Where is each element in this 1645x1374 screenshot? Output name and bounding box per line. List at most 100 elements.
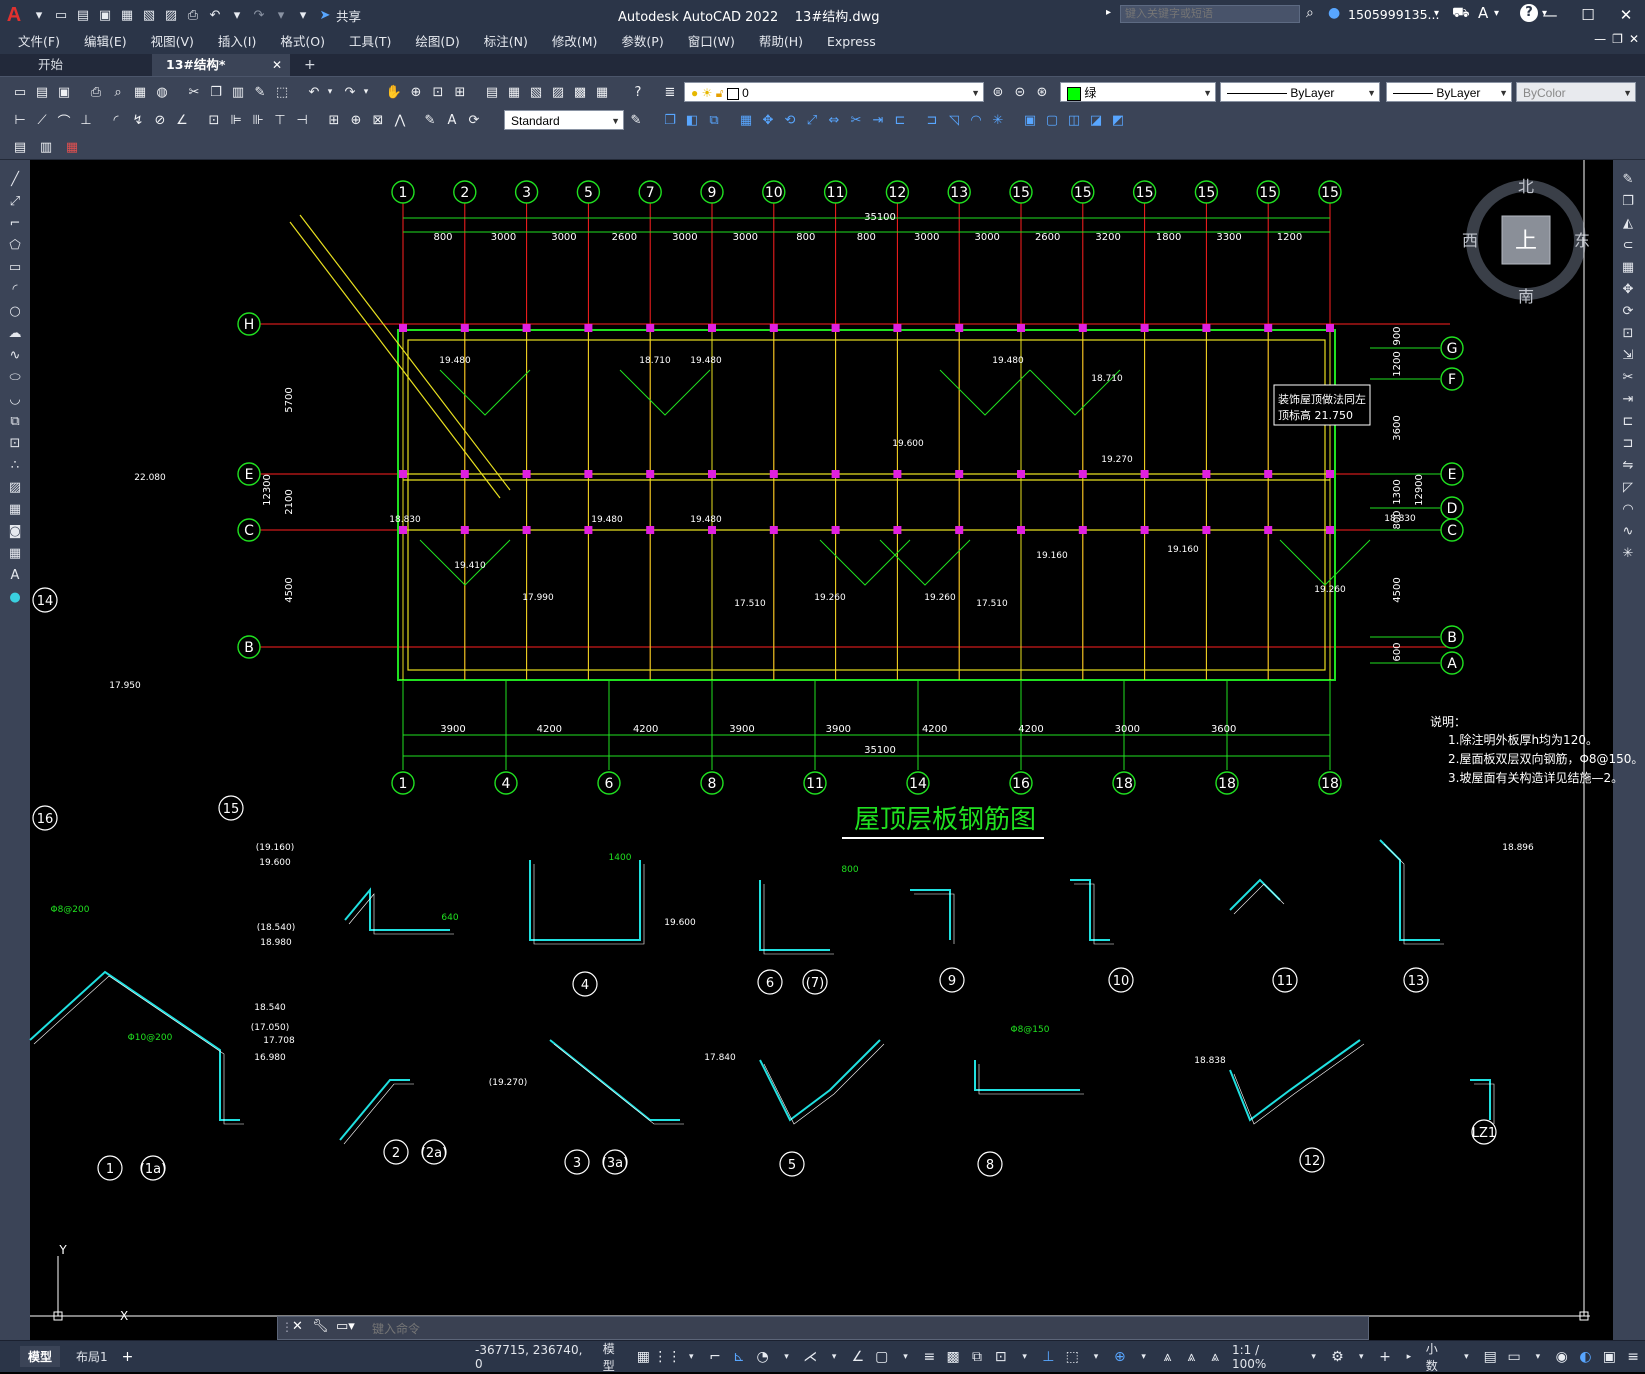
- grid-icon[interactable]: ▦: [636, 1349, 651, 1365]
- fillet-icon[interactable]: ◠: [1622, 501, 1634, 517]
- toolbar-paste-icon[interactable]: ▥: [231, 84, 245, 100]
- modify-join-icon[interactable]: ⊐: [926, 112, 938, 128]
- annotation-scale-dropdown-icon[interactable]: ▾: [1311, 1352, 1316, 1362]
- toolbar-design-center-icon[interactable]: ▦: [507, 84, 521, 100]
- tab-drawing[interactable]: 13#结构* ✕: [152, 54, 290, 76]
- object-snap-dropdown-icon[interactable]: ▾: [903, 1352, 908, 1362]
- web-open-icon[interactable]: ▧: [142, 7, 156, 23]
- cart-icon[interactable]: ⛟: [1452, 5, 1470, 21]
- toolbar-redo-icon[interactable]: ↷: [344, 84, 356, 100]
- model-space-toggle[interactable]: 模型: [602, 1342, 615, 1373]
- toolbar-sheet-set-icon[interactable]: ▨: [551, 84, 565, 100]
- make-block-icon[interactable]: ⊡: [9, 435, 21, 451]
- toolbar-3dprint-icon[interactable]: ◍: [156, 84, 168, 100]
- command-line[interactable]: ⋮ ✕ 🔧︎ ▭▾: [277, 1316, 1369, 1340]
- continue-dimension-icon[interactable]: ⊪: [252, 112, 264, 128]
- ortho-icon[interactable]: ⊾: [732, 1349, 745, 1365]
- dropdown-arrow-icon[interactable]: ▾: [35, 7, 43, 23]
- menu-window[interactable]: 窗口(W): [687, 34, 735, 49]
- toolbar-pan-icon[interactable]: ✋: [385, 84, 403, 100]
- toolbar-properties-icon[interactable]: ▤: [485, 84, 499, 100]
- minimize-icon[interactable]: —: [1542, 6, 1558, 24]
- share-icon[interactable]: ➤: [319, 7, 331, 23]
- command-input[interactable]: [370, 1319, 1364, 1338]
- modify-offset-icon[interactable]: ⧉: [709, 112, 719, 128]
- block-create-icon[interactable]: ▥: [39, 139, 53, 155]
- modify-chamfer-icon[interactable]: ◹: [949, 112, 959, 128]
- annotation-scale-icon[interactable]: ⩓: [1211, 1349, 1220, 1365]
- add-layout-icon[interactable]: +: [121, 1348, 134, 1365]
- toolbar-redo-dropdown-icon[interactable]: ▾: [363, 87, 369, 97]
- user-icon[interactable]: ●: [1328, 5, 1341, 21]
- polar-icon[interactable]: ◔: [756, 1349, 769, 1365]
- viewcube-east[interactable]: 东: [1574, 231, 1590, 250]
- 3d-osnap-icon[interactable]: ⊡: [994, 1349, 1007, 1365]
- draw-point-icon[interactable]: ∴: [10, 457, 20, 473]
- block-attribute-icon[interactable]: ▦: [65, 139, 79, 155]
- save-as-icon[interactable]: ▦: [120, 7, 134, 23]
- extend-icon[interactable]: ⇥: [1622, 391, 1634, 407]
- menu-help[interactable]: 帮助(H): [758, 34, 803, 49]
- draw-rectangle-icon[interactable]: ▭: [8, 259, 22, 275]
- isodraft-dropdown-icon[interactable]: ▾: [831, 1352, 837, 1362]
- jogged-dimension-icon[interactable]: ↯: [132, 112, 144, 128]
- draw-circle-icon[interactable]: ○: [9, 303, 21, 319]
- tab-start[interactable]: 开始: [38, 57, 64, 72]
- modify-fillet-icon[interactable]: ◠: [970, 112, 982, 128]
- undo-dropdown-icon[interactable]: ▾: [233, 7, 241, 23]
- menu-edit[interactable]: 编辑(E): [83, 34, 127, 49]
- user-dropdown-icon[interactable]: ▾: [1434, 8, 1440, 19]
- toolbar-tool-palettes-icon[interactable]: ▧: [529, 84, 543, 100]
- app-dropdown-icon[interactable]: ▾: [1494, 8, 1500, 19]
- coordinates-readout[interactable]: -367715, 236740, 0: [475, 1343, 583, 1371]
- toolbar-help-icon[interactable]: ?: [634, 84, 642, 100]
- draw-line-icon[interactable]: ╱: [11, 171, 19, 187]
- new-tab-icon[interactable]: +: [304, 57, 316, 73]
- modify-scale-icon[interactable]: ⤢: [806, 112, 818, 128]
- layer-on-icon[interactable]: ●: [691, 86, 699, 100]
- draw-revcloud-icon[interactable]: ☁: [8, 325, 22, 341]
- mirror-icon[interactable]: ◭: [1623, 215, 1633, 231]
- infer-constraints-icon[interactable]: ⌐: [709, 1349, 721, 1365]
- new-file-icon[interactable]: ▭: [54, 7, 68, 23]
- annotation-visibility-icon[interactable]: ⩓: [1163, 1349, 1172, 1365]
- layer-previous-icon[interactable]: ⊝: [1014, 84, 1026, 100]
- modify-move-icon[interactable]: ✥: [762, 112, 774, 128]
- add-selected-icon[interactable]: ●: [9, 589, 21, 605]
- linear-dimension-icon[interactable]: ⊢: [14, 112, 26, 128]
- layer-state-icon[interactable]: ⊛: [1036, 84, 1048, 100]
- maximize-icon[interactable]: ☐: [1581, 6, 1595, 24]
- offset-icon[interactable]: ⊂: [1622, 237, 1634, 253]
- snap-icon[interactable]: ⋮⋮: [653, 1349, 682, 1365]
- open-folder-icon[interactable]: ▤: [76, 7, 90, 23]
- draw-gradient-icon[interactable]: ▦: [8, 501, 22, 517]
- draw-table-icon[interactable]: ▦: [8, 545, 22, 561]
- viewcube-face[interactable]: [1501, 215, 1551, 265]
- draw-polygon-icon[interactable]: ⬠: [9, 237, 21, 253]
- aligned-dimension-icon[interactable]: ⟋: [37, 112, 47, 128]
- redo-icon[interactable]: ↷: [253, 7, 265, 23]
- ordinate-dimension-icon[interactable]: ⊥: [80, 112, 92, 128]
- draworder-front-icon[interactable]: ▣: [1023, 112, 1037, 128]
- dynamic-ucs-icon[interactable]: ⊥: [1042, 1349, 1055, 1365]
- annotation-monitor-icon[interactable]: +: [1379, 1349, 1391, 1365]
- menu-insert[interactable]: 插入(I): [217, 34, 257, 49]
- selection-cycling-icon[interactable]: ⧉: [971, 1349, 982, 1365]
- layer-properties-icon[interactable]: ≣: [664, 84, 676, 100]
- draw-region-icon[interactable]: ◙: [8, 523, 22, 539]
- toolbar-open-icon[interactable]: ▤: [35, 84, 49, 100]
- polar-dropdown-icon[interactable]: ▾: [784, 1352, 789, 1362]
- toolbar-calc-icon[interactable]: ▦: [595, 84, 609, 100]
- copy-object-icon[interactable]: ❐: [1622, 193, 1634, 209]
- units-dropdown-arrow-icon[interactable]: ▸: [1406, 1352, 1412, 1362]
- dimstyle-dropdown[interactable]: Standard ▼: [504, 110, 624, 130]
- quick-properties-icon[interactable]: ▤: [1483, 1349, 1497, 1365]
- inspection-icon[interactable]: ⊠: [372, 112, 384, 128]
- share-button[interactable]: 共享: [336, 8, 362, 24]
- user-account[interactable]: 1505999135...: [1348, 7, 1440, 22]
- dimension-edit-icon[interactable]: ✎: [424, 112, 436, 128]
- modify-array-icon[interactable]: ▦: [739, 112, 753, 128]
- menu-parametric[interactable]: 参数(P): [621, 34, 664, 49]
- move-icon[interactable]: ✥: [1622, 281, 1634, 297]
- dimension-update-icon[interactable]: ⟳: [468, 112, 480, 128]
